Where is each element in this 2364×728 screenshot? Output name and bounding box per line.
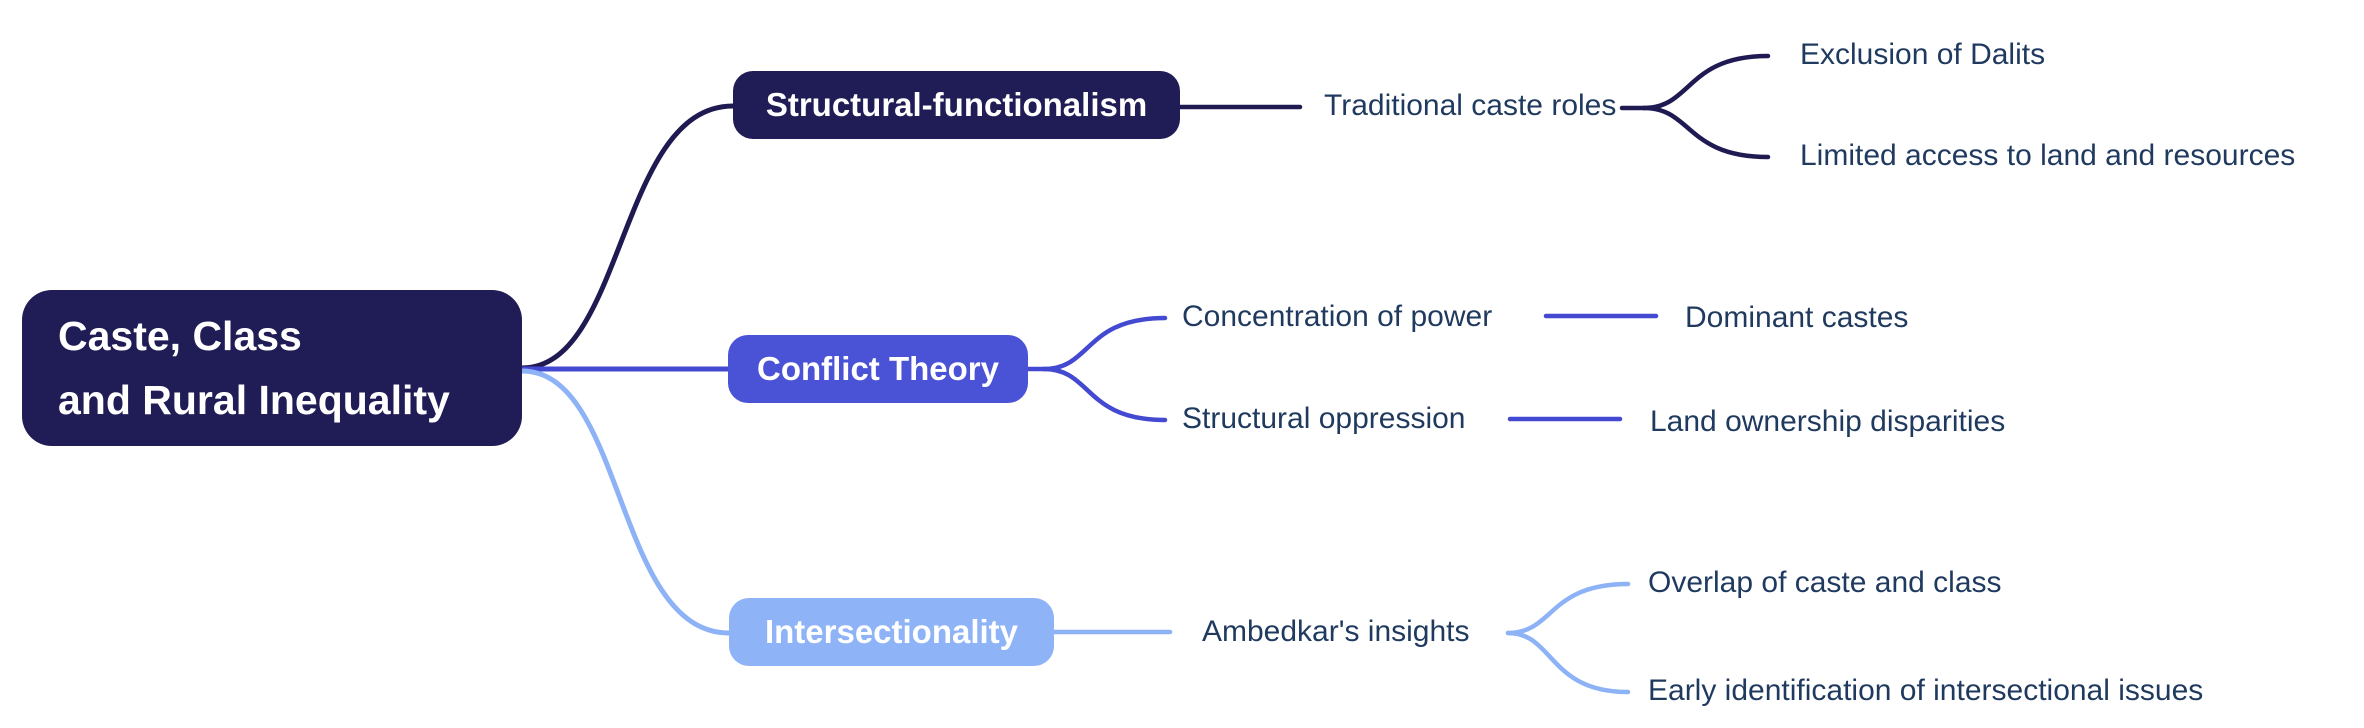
connector-to-concentration-of-power	[1041, 315, 1168, 372]
leaf-dominant-castes[interactable]: Dominant castes	[1685, 300, 1909, 334]
root-node-label: Caste, Class and Rural Inequality	[58, 304, 450, 432]
connector-to-limited-access	[1641, 105, 1771, 160]
connector-to-structural-oppression	[1041, 366, 1168, 423]
leaf-early-identification-of-intersectional-issues[interactable]: Early identification of intersectional i…	[1648, 673, 2204, 707]
connector-to-exclusion-of-dalits	[1641, 53, 1771, 111]
leaf-structural-oppression[interactable]: Structural oppression	[1182, 401, 1466, 435]
connector-to-overlap-of-caste-and-class	[1505, 581, 1631, 636]
connector-to-early-identification	[1505, 630, 1631, 695]
leaf-concentration-of-power[interactable]: Concentration of power	[1182, 299, 1493, 333]
branch-node-structural-functionalism[interactable]: Structural-functionalism	[733, 71, 1180, 139]
leaf-traditional-caste-roles[interactable]: Traditional caste roles	[1324, 88, 1617, 122]
leaf-overlap-of-caste-and-class[interactable]: Overlap of caste and class	[1648, 565, 2002, 599]
root-node-caste-class-rural-inequality[interactable]: Caste, Class and Rural Inequality	[22, 290, 522, 446]
root-node-label-line2: and Rural Inequality	[58, 377, 450, 423]
root-node-label-line1: Caste, Class	[58, 313, 302, 359]
leaf-land-ownership-disparities[interactable]: Land ownership disparities	[1650, 404, 2006, 438]
connector-root-to-intersectionality	[519, 368, 732, 636]
branch-node-conflict-theory[interactable]: Conflict Theory	[728, 335, 1028, 403]
leaf-ambedkars-insights[interactable]: Ambedkar's insights	[1202, 614, 1470, 648]
branch-node-intersectionality[interactable]: Intersectionality	[729, 598, 1054, 666]
leaf-exclusion-of-dalits[interactable]: Exclusion of Dalits	[1800, 37, 2046, 71]
leaf-limited-access-to-land-and-resources[interactable]: Limited access to land and resources	[1800, 138, 2296, 172]
connector-root-to-structural-functionalism	[519, 103, 736, 371]
